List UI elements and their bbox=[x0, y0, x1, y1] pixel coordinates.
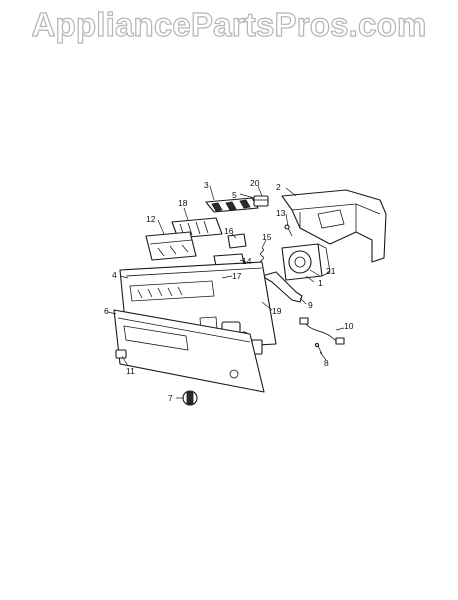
part-timer[interactable] bbox=[281, 243, 331, 281]
part-screw[interactable] bbox=[284, 224, 293, 237]
callout-labels: 1 2 3 4 5 6 7 8 9 10 11 12 13 14 15 16 1… bbox=[104, 178, 354, 403]
part-small-switch[interactable] bbox=[253, 195, 269, 207]
part-small-button[interactable] bbox=[115, 349, 127, 359]
part-wire-harness[interactable] bbox=[299, 317, 345, 345]
part-small-bracket[interactable] bbox=[227, 233, 247, 249]
callout-17: 17 bbox=[232, 271, 242, 281]
callout-20: 20 bbox=[250, 178, 260, 188]
part-pin[interactable] bbox=[314, 342, 323, 355]
callout-21: 21 bbox=[326, 266, 336, 276]
callout-5: 5 bbox=[232, 190, 237, 200]
part-console-panel[interactable] bbox=[113, 309, 265, 393]
callout-1: 1 bbox=[318, 278, 323, 288]
part-knob[interactable] bbox=[182, 390, 198, 406]
callout-2: 2 bbox=[276, 182, 281, 192]
callout-12: 12 bbox=[146, 214, 156, 224]
callout-9: 9 bbox=[308, 300, 313, 310]
callout-10: 10 bbox=[344, 321, 354, 331]
callout-3: 3 bbox=[204, 180, 209, 190]
leader-lines bbox=[107, 185, 345, 399]
watermark-logo: AppliancePartsPros.com bbox=[31, 5, 427, 43]
callout-8: 8 bbox=[324, 358, 329, 368]
callout-16: 16 bbox=[224, 226, 234, 236]
callout-19: 19 bbox=[272, 306, 282, 316]
part-spring[interactable] bbox=[260, 247, 264, 265]
part-switch-bracket[interactable] bbox=[145, 231, 197, 261]
callout-14: 14 bbox=[242, 256, 252, 266]
callout-15: 15 bbox=[262, 232, 272, 242]
callout-18: 18 bbox=[178, 198, 188, 208]
callout-13: 13 bbox=[276, 208, 286, 218]
part-control-housing[interactable] bbox=[281, 189, 387, 263]
part-display-strip[interactable] bbox=[205, 197, 259, 213]
callout-4: 4 bbox=[112, 270, 117, 280]
callout-7: 7 bbox=[168, 393, 173, 403]
callout-6: 6 bbox=[104, 306, 109, 316]
callout-11: 11 bbox=[126, 366, 135, 376]
